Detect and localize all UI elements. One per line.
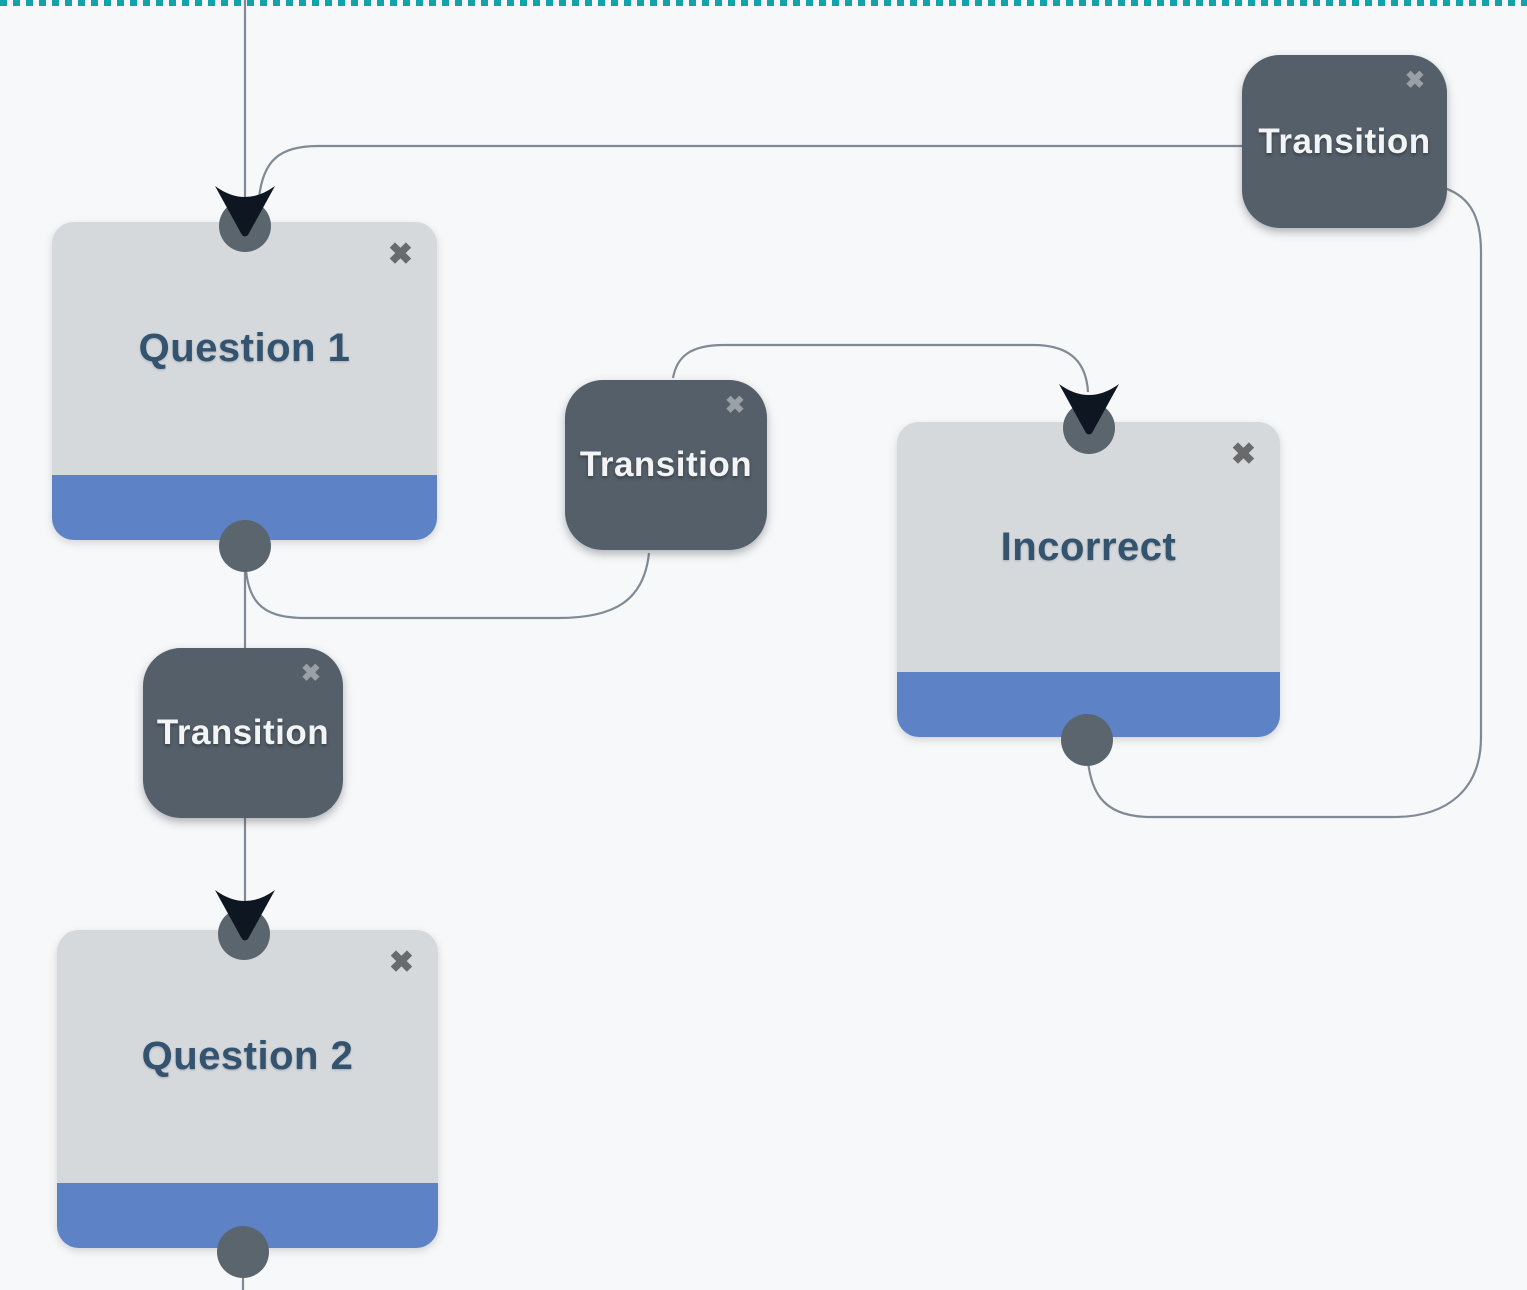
close-icon[interactable]: ✖ — [300, 660, 321, 687]
edge-transition-topright-to-question1 — [257, 144, 1242, 199]
port-incorrect-input[interactable] — [1063, 402, 1115, 454]
port-question2-input[interactable] — [218, 908, 270, 960]
close-icon[interactable]: ✖ — [387, 238, 413, 271]
canvas-boundary-dashed-line — [0, 0, 1527, 6]
edge-question1-to-transition-middle — [243, 549, 651, 620]
close-icon[interactable]: ✖ — [1404, 67, 1425, 94]
node-title: Transition — [1258, 121, 1431, 161]
node-title: Transition — [156, 713, 330, 752]
node-question-1[interactable]: ✖ Question 1 — [52, 222, 437, 540]
node-question-2[interactable]: ✖ Question 2 — [57, 930, 438, 1248]
close-icon[interactable]: ✖ — [388, 946, 414, 979]
node-title: Question 1 — [138, 326, 351, 370]
node-body: Question 1 — [52, 222, 437, 475]
node-incorrect[interactable]: ✖ Incorrect — [897, 422, 1280, 737]
port-incorrect-output[interactable] — [1061, 714, 1113, 766]
node-body: Incorrect — [897, 422, 1280, 672]
close-icon[interactable]: ✖ — [724, 392, 745, 419]
node-transition-left[interactable]: ✖ Transition — [143, 648, 343, 818]
port-question1-output[interactable] — [219, 520, 271, 572]
node-title: Incorrect — [1000, 524, 1177, 569]
port-question1-input[interactable] — [219, 200, 271, 252]
node-body: Question 2 — [57, 930, 438, 1183]
node-transition-top-right[interactable]: ✖ Transition — [1242, 55, 1447, 228]
node-title: Question 2 — [141, 1034, 354, 1078]
node-title: Transition — [579, 445, 753, 484]
node-transition-middle[interactable]: ✖ Transition — [565, 380, 767, 550]
port-question2-output[interactable] — [217, 1226, 269, 1278]
